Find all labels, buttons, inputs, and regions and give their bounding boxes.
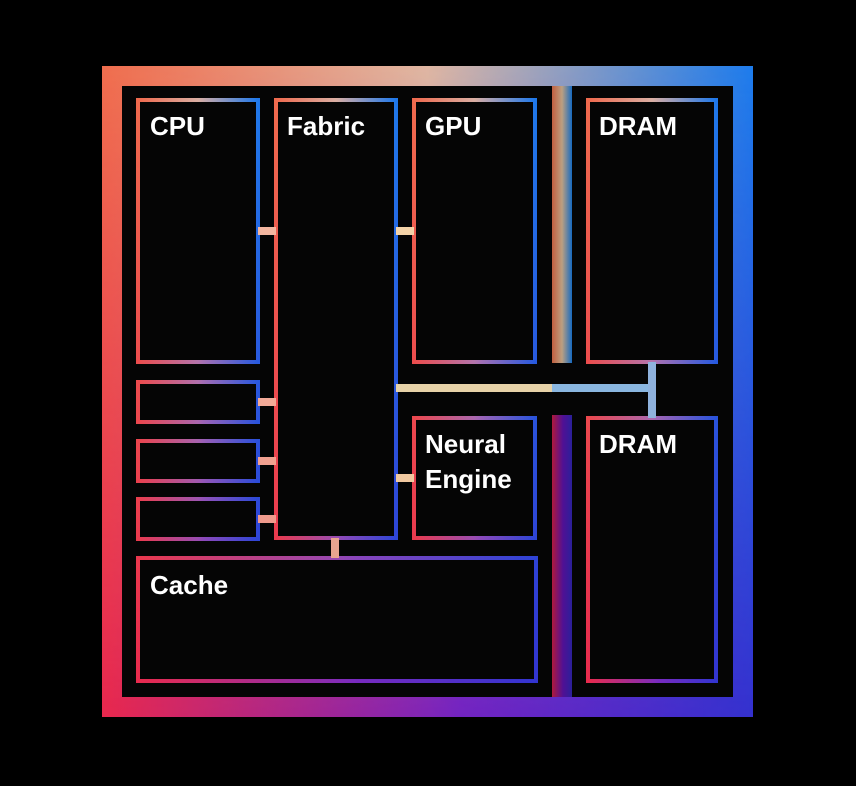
connector (258, 515, 276, 523)
neural-engine-label-line2: Engine (425, 464, 512, 494)
dram-top-label: DRAM (599, 111, 677, 141)
cpu-label: CPU (150, 111, 205, 141)
cache-label: Cache (150, 570, 228, 600)
neural-engine-label-line1: Neural (425, 429, 506, 459)
connector (331, 538, 339, 558)
fabric-label: Fabric (287, 111, 365, 141)
connector (396, 227, 414, 235)
connector (258, 457, 276, 465)
connector (648, 362, 656, 418)
connector (396, 384, 656, 392)
gpu-label: GPU (425, 111, 481, 141)
blocks-layer (136, 98, 718, 683)
connector (258, 398, 276, 406)
connector (552, 384, 656, 392)
connector (258, 227, 276, 235)
connector (396, 474, 414, 482)
dram-bottom-label: DRAM (599, 429, 677, 459)
connectors (258, 227, 656, 558)
labels: CPU Fabric GPU DRAM Neural Engine DRAM C… (150, 111, 677, 600)
